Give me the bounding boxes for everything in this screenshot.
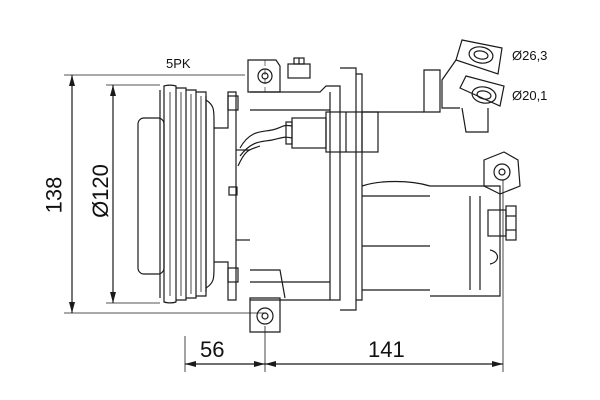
- height-dimension: [64, 74, 265, 314]
- pulley-diameter-dimension: [106, 84, 160, 304]
- belt-profile-label: 5PK: [166, 56, 191, 71]
- top-bolt: [287, 57, 311, 79]
- port-small-diameter-label: Ø20,1: [512, 88, 548, 103]
- port-large-diameter-label: Ø26,3: [512, 48, 548, 63]
- electrical-connector: [237, 111, 379, 167]
- pulley: [137, 84, 215, 304]
- bottom-dimensions: [184, 180, 504, 372]
- pulley-offset-dimension-label: 56: [200, 337, 225, 362]
- compressor-body: [250, 67, 501, 311]
- refrigerant-ports: [441, 39, 505, 133]
- top-mounting-ear: [247, 59, 281, 93]
- overall-height-label: 138: [41, 176, 67, 214]
- mount-span-dimension-label: 141: [368, 337, 405, 362]
- rear-valve: [487, 205, 517, 241]
- pulley-diameter-label: Ø120: [87, 164, 113, 218]
- clutch-housing: [214, 91, 250, 301]
- bottom-mounting-ear: [249, 269, 286, 333]
- rear-mounting-ear: [483, 151, 521, 195]
